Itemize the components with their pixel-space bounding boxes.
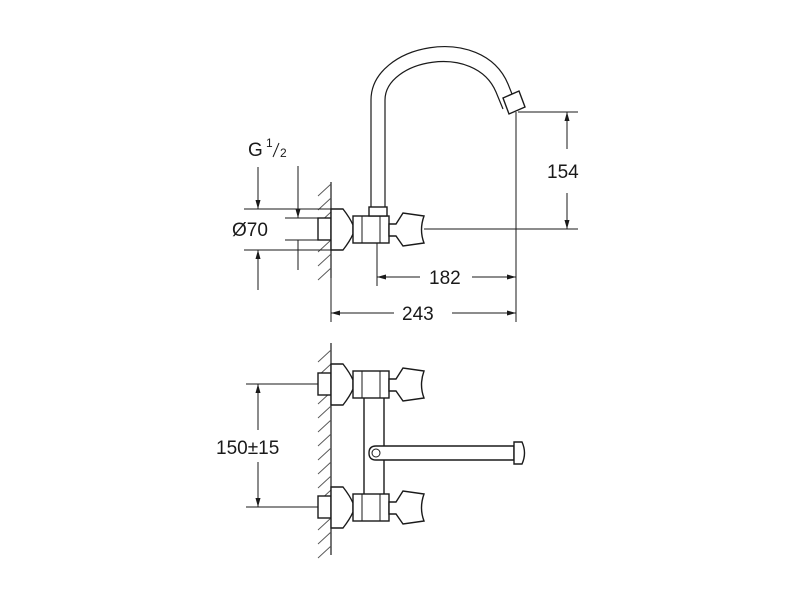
- upper-valve: [317, 363, 425, 406]
- valve-handle: [388, 212, 425, 247]
- reach-dimension: 182: [376, 112, 517, 322]
- thread-fraction-den: 2: [280, 146, 287, 160]
- connection-nut: [317, 217, 332, 241]
- reach-label: 182: [429, 268, 461, 289]
- height-label: 154: [547, 162, 579, 183]
- diameter-dimension: Ø70: [232, 167, 331, 290]
- lower-valve: [317, 486, 425, 529]
- thread-fraction-num: 1: [266, 136, 273, 150]
- height-dimension: 154: [424, 111, 579, 230]
- spout-base-nut: [368, 206, 388, 217]
- spout-front: [368, 441, 526, 465]
- spacing-label: 150±15: [216, 438, 279, 459]
- escutcheon: [330, 208, 354, 251]
- thread-label: G 1 2: [248, 136, 301, 270]
- depth-dimension: 243: [330, 278, 516, 325]
- side-view: G 1 2 Ø70 154: [232, 46, 579, 325]
- valve-body-side: [352, 215, 390, 244]
- spacing-dimension: 150±15: [216, 383, 318, 508]
- spout-aerator: [502, 90, 526, 115]
- front-view: 150±15: [216, 343, 526, 559]
- swivel-spout: [370, 46, 517, 207]
- depth-label: 243: [402, 304, 434, 325]
- diameter-label: Ø70: [232, 220, 268, 241]
- thread-prefix: G: [248, 140, 263, 161]
